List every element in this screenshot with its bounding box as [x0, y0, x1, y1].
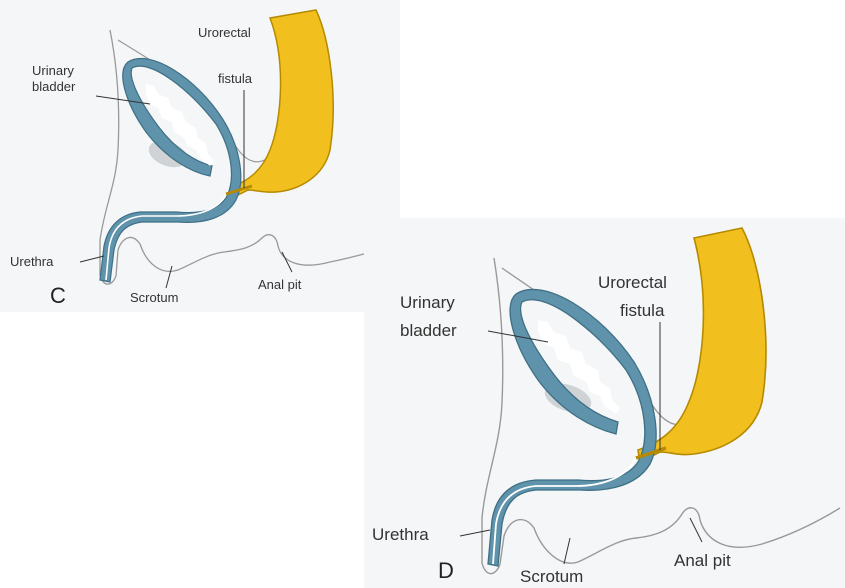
- panel-d: Urinary bladder Urorectal fistula Urethr…: [364, 218, 845, 588]
- panel-c-label-urinary: Urinary: [32, 63, 74, 78]
- panel-c-label-scrotum: Scrotum: [130, 290, 178, 305]
- panel-c-label-fistula: fistula: [218, 71, 253, 86]
- panel-d-letter: D: [438, 558, 454, 583]
- panel-c-label-bladder: bladder: [32, 79, 76, 94]
- panel-c-letter: C: [50, 283, 66, 308]
- panel-c-label-urorectal: Urorectal: [198, 25, 251, 40]
- panel-d-label-urorectal: Urorectal: [598, 273, 667, 292]
- panel-d-label-urethra: Urethra: [372, 525, 429, 544]
- panel-d-diagram: Urinary bladder Urorectal fistula Urethr…: [364, 218, 845, 588]
- panel-d-label-fistula: fistula: [620, 301, 665, 320]
- panel-d-label-scrotum: Scrotum: [520, 567, 583, 586]
- panel-c-label-urethra: Urethra: [10, 254, 54, 269]
- panel-d-label-anal-pit: Anal pit: [674, 551, 731, 570]
- panel-c-label-anal-pit: Anal pit: [258, 277, 302, 292]
- panel-d-label-bladder: bladder: [400, 321, 457, 340]
- panel-c: Urinary bladder Urorectal fistula Urethr…: [0, 0, 400, 312]
- panel-d-label-urinary: Urinary: [400, 293, 455, 312]
- panel-c-diagram: Urinary bladder Urorectal fistula Urethr…: [0, 0, 400, 312]
